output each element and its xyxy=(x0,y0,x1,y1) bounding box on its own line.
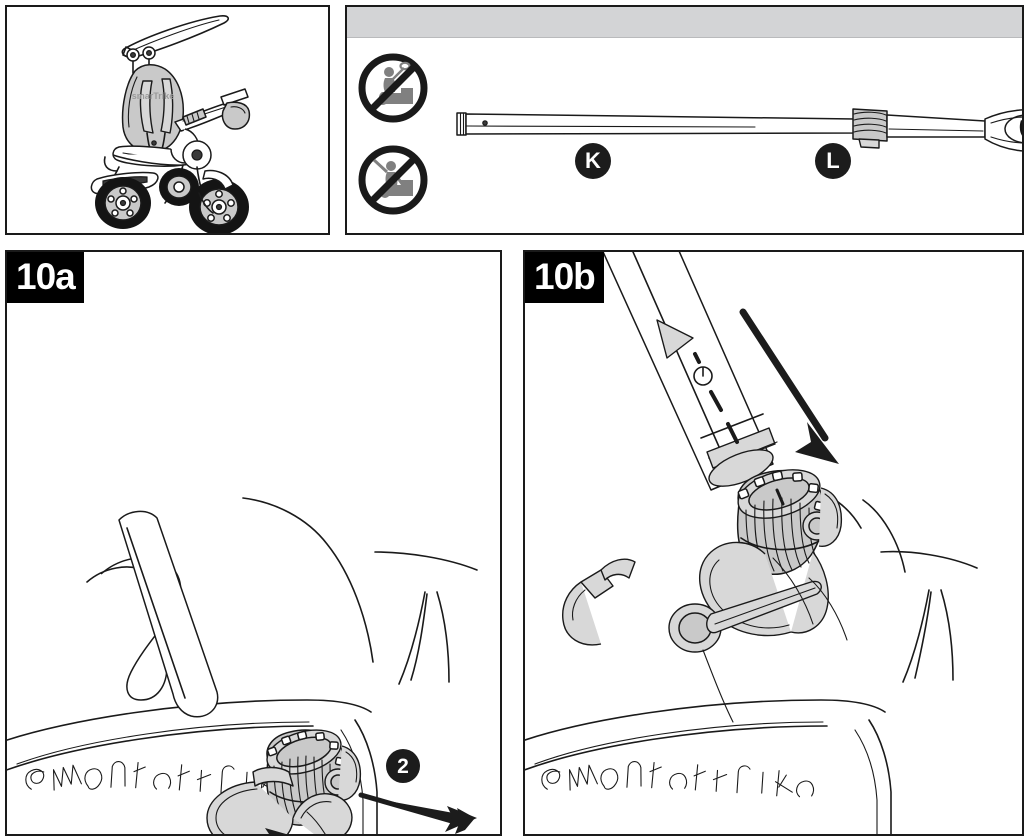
seat-post-tube xyxy=(118,510,219,718)
front-wheel xyxy=(189,179,249,233)
canopy-mount xyxy=(122,46,156,74)
callout-badge-2-text: 2 xyxy=(397,754,409,778)
alignment-dash-line xyxy=(693,352,739,444)
leader-lines xyxy=(306,811,326,834)
part-label-l-text: L xyxy=(826,148,840,173)
footboard-brand-emboss xyxy=(541,761,814,798)
front-fork xyxy=(198,169,234,214)
push-handle-assembly xyxy=(456,108,1022,152)
retaining-strap-loop xyxy=(206,766,353,834)
callout-2-arrow xyxy=(358,792,477,834)
seat-brand-text: smarTrike xyxy=(132,91,175,101)
part-label-l: L xyxy=(815,143,851,179)
collar-alignment-tick xyxy=(775,488,785,506)
pole-shaft xyxy=(465,113,856,135)
rear-wheel-left xyxy=(95,177,151,229)
part-label-k: K xyxy=(575,143,611,179)
handlebar xyxy=(174,88,251,132)
step-10a-illustration xyxy=(7,497,478,834)
step-10b-illustration xyxy=(525,252,978,834)
footboard-panel xyxy=(525,699,892,834)
no-stairs-icon xyxy=(357,144,429,216)
push-handle-pole xyxy=(602,252,778,491)
insertion-arrow xyxy=(739,308,839,464)
part-label-k-text: K xyxy=(585,148,601,173)
spring-collar xyxy=(852,108,888,149)
step-10b-label: 10b xyxy=(525,252,604,303)
release-button-marker xyxy=(693,366,713,386)
footboard-panel xyxy=(7,699,378,834)
callout-badge-2: 2 xyxy=(386,749,420,783)
retaining-strap-loop xyxy=(562,541,829,653)
trike-body-outline xyxy=(824,493,978,683)
seat-back xyxy=(121,64,185,153)
leader-lines xyxy=(702,557,848,723)
alignment-triangle-marker xyxy=(656,319,694,359)
parts-header-bar xyxy=(347,7,1022,38)
step-10a-label: 10a xyxy=(7,252,84,303)
product-overview-panel: smarTrike xyxy=(5,5,330,235)
upper-pole xyxy=(886,114,986,138)
tricycle-illustration: smarTrike xyxy=(90,15,251,233)
step-10b-panel: 10b xyxy=(523,250,1024,836)
callout-1-arrow xyxy=(265,828,286,834)
no-stairs-icon xyxy=(357,52,429,124)
grip-yoke xyxy=(984,109,1022,152)
pole-button-hole xyxy=(482,120,488,126)
pole-end-cap xyxy=(456,112,467,136)
trike-body-outline xyxy=(242,497,478,685)
parts-panel: K L xyxy=(345,5,1024,235)
rear-wheel-right xyxy=(159,168,199,206)
step-10a-panel: 10a xyxy=(5,250,502,836)
